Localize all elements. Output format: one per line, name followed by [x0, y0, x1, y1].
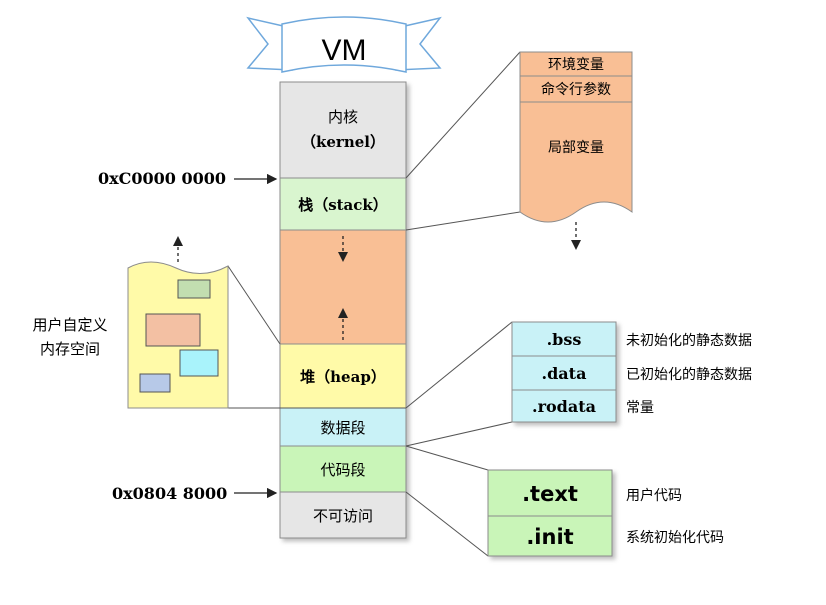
block-blue [139, 373, 171, 393]
inaccessible-region [279, 491, 407, 539]
custom-space-up-arrow [173, 236, 183, 262]
code-start-address: 0x0804 8000 [112, 484, 278, 503]
cmd-args-label: 命令行参数 [541, 81, 611, 98]
code-segment-region [279, 445, 407, 493]
stack-detail: 环境变量 命令行参数 局部变量 [405, 51, 633, 250]
kernel-boundary-address-text: 0xC0000 0000 [98, 169, 226, 188]
init-label: .init [526, 525, 573, 549]
text-desc: 用户代码 [626, 487, 682, 504]
block-cyan [179, 349, 219, 377]
custom-space-label-line1: 用户自定义 [32, 316, 107, 334]
bss-desc: 未初始化的静态数据 [626, 332, 752, 349]
heap-growth-arrow [338, 308, 348, 340]
stack-region [279, 177, 407, 231]
code-start-address-text: 0x0804 8000 [112, 484, 227, 503]
block-green [177, 279, 211, 299]
inaccessible-label: 不可访问 [313, 507, 373, 525]
local-vars-box [519, 101, 633, 223]
data-sections: .bss .data .rodata 未初始化的静态数据 已初始化的静态数据 常… [405, 321, 752, 447]
data-desc: 已初始化的静态数据 [626, 366, 752, 383]
kernel-region [279, 81, 407, 179]
heap-region [279, 343, 407, 409]
stack-label: 栈（stack） [298, 196, 388, 214]
memory-column [279, 81, 407, 539]
text-box [487, 469, 613, 517]
text-label: .text [522, 482, 578, 506]
stack-growth-arrow [338, 236, 348, 262]
rodata-label: .rodata [532, 397, 596, 416]
kernel-boundary-address: 0xC0000 0000 [98, 169, 278, 188]
local-vars-label: 局部变量 [548, 140, 604, 156]
env-vars-label: 环境变量 [548, 57, 604, 73]
init-box [487, 515, 613, 557]
custom-space-label-line2: 内存空间 [40, 340, 100, 358]
rodata-desc: 常量 [626, 400, 654, 416]
vm-title: VM [322, 34, 367, 67]
vm-banner: VM [246, 16, 442, 73]
kernel-label: 内核 [328, 108, 358, 126]
kernel-label-en: （kernel） [301, 133, 385, 151]
custom-memory-space: 用户自定义 内存空间 [32, 236, 406, 409]
code-segment-label: 代码段 [320, 461, 365, 479]
heap-label: 堆（heap） [300, 368, 386, 386]
cmd-args-box [519, 75, 633, 103]
stack-detail-down-arrow [571, 222, 581, 250]
rodata-box [511, 389, 617, 423]
code-sections: .text .init 用户代码 系统初始化代码 [405, 445, 724, 557]
init-desc: 系统初始化代码 [626, 529, 724, 546]
data-segment-label: 数据段 [320, 419, 365, 437]
bss-label: .bss [547, 330, 582, 349]
block-orange [145, 313, 201, 347]
env-vars-box [519, 51, 633, 77]
data-label: .data [542, 364, 587, 383]
